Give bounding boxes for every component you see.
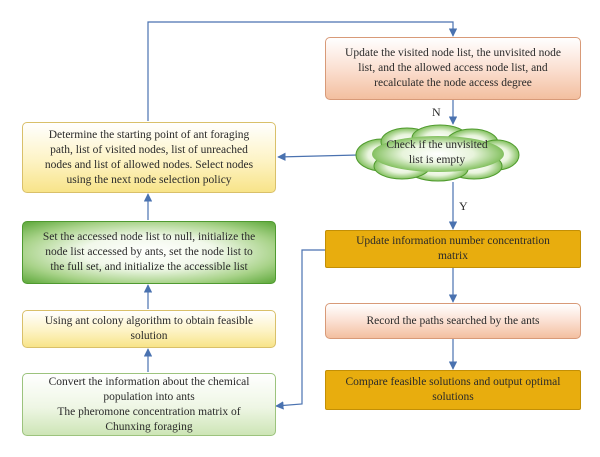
check-unvisited-label: Check if the unvisited list is empty <box>386 139 488 166</box>
determine-start-node: Determine the starting point of ant fora… <box>22 122 276 193</box>
arrow-loop-to-update-visited <box>147 21 458 121</box>
update-visited-node: Update the visited node list, the unvisi… <box>325 37 581 100</box>
record-paths-node: Record the paths searched by the ants <box>325 303 581 339</box>
no-label: N <box>432 105 441 119</box>
cloud-shape <box>355 124 520 182</box>
ant-colony-node: Using ant colony algorithm to obtain fea… <box>22 310 276 348</box>
arrow-check-to-determine <box>277 152 359 162</box>
update-information-node: Update information number concentration … <box>325 230 581 268</box>
compare-solutions-node: Compare feasible solutions and output op… <box>325 370 581 410</box>
convert-information-node: Convert the information about the chemic… <box>22 373 276 436</box>
arrow-updateinfo-to-convert <box>275 249 325 410</box>
check-unvisited-node: Check if the unvisited list is empty <box>352 124 522 182</box>
yes-label: Y <box>459 199 468 213</box>
set-accessed-node: Set the accessed node list to null, init… <box>22 221 276 284</box>
